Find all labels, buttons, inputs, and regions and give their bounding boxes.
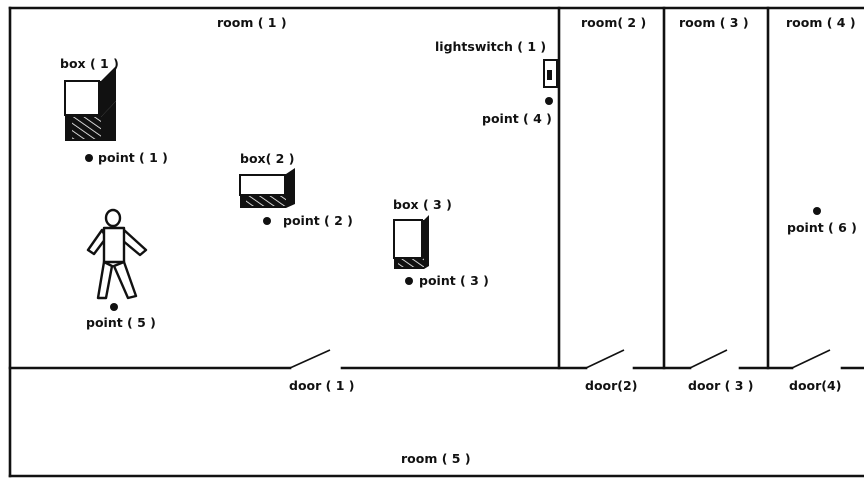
- point-5-dot: [110, 303, 118, 311]
- box-2-label: box( 2 ): [240, 151, 294, 166]
- room-1-label: room ( 1 ): [217, 15, 287, 30]
- box-2-icon: [239, 168, 295, 208]
- door-2-leaf: [585, 349, 625, 369]
- point-1-dot: [85, 154, 93, 162]
- point-6-dot: [813, 207, 821, 215]
- person-icon: [86, 208, 148, 300]
- box-1-label: box ( 1 ): [60, 56, 119, 71]
- room-4-label: room ( 4 ): [786, 15, 856, 30]
- point-2-label: point ( 2 ): [283, 213, 353, 228]
- door-1-leaf: [289, 349, 331, 369]
- door-4-label: door(4): [789, 378, 841, 393]
- box-1-icon: [64, 66, 116, 141]
- point-6-label: point ( 6 ): [787, 220, 857, 235]
- lightswitch-label: lightswitch ( 1 ): [435, 39, 546, 54]
- point-1-label: point ( 1 ): [98, 150, 168, 165]
- point-3-dot: [405, 277, 413, 285]
- room-2-label: room( 2 ): [581, 15, 646, 30]
- box-3-label: box ( 3 ): [393, 197, 452, 212]
- point-4-label: point ( 4 ): [482, 111, 552, 126]
- doors: [289, 349, 831, 369]
- points: [85, 97, 821, 311]
- lightswitch-icon: [543, 59, 558, 88]
- door-3-label: door ( 3 ): [688, 378, 753, 393]
- point-5-label: point ( 5 ): [86, 315, 156, 330]
- door-4-leaf: [791, 349, 831, 369]
- door-3-leaf: [689, 349, 728, 369]
- room-5-label: room ( 5 ): [401, 451, 471, 466]
- point-3-label: point ( 3 ): [419, 273, 489, 288]
- walls: [8, 6, 864, 478]
- door-1-label: door ( 1 ): [289, 378, 354, 393]
- door-2-label: door(2): [585, 378, 637, 393]
- point-2-dot: [263, 217, 271, 225]
- box-3-icon: [393, 215, 429, 269]
- point-4-dot: [545, 97, 553, 105]
- room-3-label: room ( 3 ): [679, 15, 749, 30]
